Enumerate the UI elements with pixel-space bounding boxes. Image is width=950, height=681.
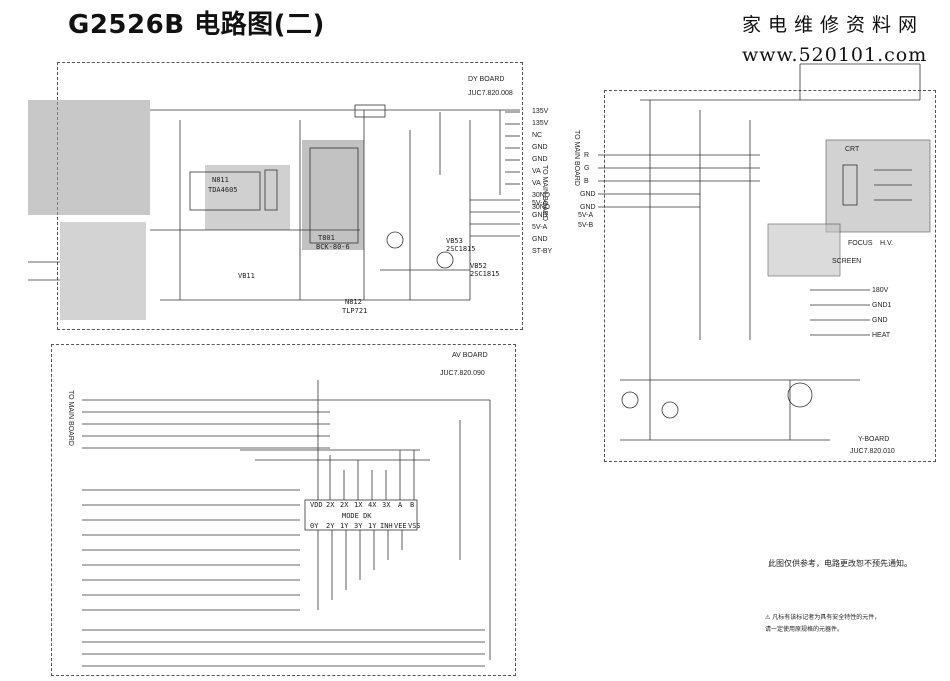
dy-connector-label: NC bbox=[532, 132, 543, 139]
crt-pin-label: SCREEN bbox=[832, 258, 862, 265]
watermark-url: www.520101.com bbox=[742, 44, 928, 66]
part-label: VB52 bbox=[470, 262, 487, 270]
crt-pin-label: FOCUS bbox=[848, 240, 873, 247]
part-label: TDA4605 bbox=[208, 186, 238, 194]
av-board-name: AV BOARD bbox=[452, 352, 488, 359]
dy-connector-label: GND bbox=[532, 236, 548, 243]
dy-connector-label: GND bbox=[532, 156, 548, 163]
ic-pin-label: B bbox=[410, 501, 415, 509]
ic-pin-label: 1Y bbox=[340, 522, 349, 530]
part-label: N811 bbox=[212, 176, 229, 184]
ic-pin-label: 2X bbox=[326, 501, 335, 509]
dy-board-code: JUC7.820.008 bbox=[468, 90, 513, 97]
y-in-label: 5V-B bbox=[578, 222, 594, 229]
y-out-label: GND bbox=[872, 317, 888, 324]
safety-note: ⚠ 凡标有该标记者为具有安全特性的元件， bbox=[765, 614, 881, 621]
part-label: TLP721 bbox=[342, 307, 368, 315]
dy-connector-label: 30ND bbox=[532, 204, 550, 211]
ic-pin-label: 2X bbox=[340, 501, 349, 509]
crt-pin-label: H.V. bbox=[880, 240, 893, 247]
av-board-frame bbox=[51, 344, 516, 676]
dy-connector-label: VA bbox=[532, 180, 541, 187]
ic-pin-label: VDD bbox=[310, 501, 323, 509]
ic-pin-label: 1Y bbox=[368, 522, 377, 530]
dy-connector-label: 135V bbox=[532, 120, 549, 127]
av-ic-label: MODE DK bbox=[342, 512, 372, 520]
ic-pin-label: 2Y bbox=[326, 522, 335, 530]
watermark-text: 家电维修资料网 bbox=[742, 14, 925, 36]
safety-note: 请一定使用原规格的元器件。 bbox=[765, 626, 844, 633]
y-out-label: HEAT bbox=[872, 332, 891, 339]
dy-connector-label: 5V-A bbox=[532, 200, 548, 207]
y-board-name: Y-BOARD bbox=[858, 436, 890, 443]
dy-connector-label: GND bbox=[532, 144, 548, 151]
y-out-label: 180V bbox=[872, 287, 889, 294]
dy-board-name: DY BOARD bbox=[468, 76, 505, 83]
y-in-label: GND bbox=[580, 204, 596, 211]
ic-pin-label: 1X bbox=[354, 501, 363, 509]
dy-connector-label: VA bbox=[532, 168, 541, 175]
dy-side-label: TO MAIN BOARD bbox=[541, 165, 548, 221]
y-board-frame bbox=[604, 90, 936, 462]
y-in-label: 5V-A bbox=[578, 212, 594, 219]
reference-note: 此图仅供参考，电路更改恕不预先通知。 bbox=[768, 559, 912, 568]
av-board-code: JUC7.820.090 bbox=[440, 370, 485, 377]
dy-connector-label: 135V bbox=[532, 108, 549, 115]
ic-pin-label: VSS bbox=[408, 522, 421, 530]
ic-pin-label: 0Y bbox=[310, 522, 319, 530]
part-label: VB11 bbox=[238, 272, 255, 280]
crt-label: CRT bbox=[845, 146, 860, 153]
page-title: G2526B 电路图(二) bbox=[68, 10, 325, 40]
dy-connector-label: 5V-A bbox=[532, 224, 548, 231]
y-in-label: GND bbox=[580, 191, 596, 198]
ic-pin-label: 3X bbox=[382, 501, 391, 509]
y-in-label: B bbox=[584, 178, 589, 185]
ic-pin-label: VEE bbox=[394, 522, 407, 530]
part-label: N812 bbox=[345, 298, 362, 306]
dy-connector-label: 30ND bbox=[532, 192, 550, 199]
part-label: VB53 bbox=[446, 237, 463, 245]
dy-connector-label: GND bbox=[532, 212, 548, 219]
av-side-label: TO MAIN BOARD bbox=[67, 390, 74, 446]
ic-pin-label: INH bbox=[380, 522, 393, 530]
y-in-label: G bbox=[584, 165, 590, 172]
part-label: 2SC1815 bbox=[470, 270, 500, 278]
part-label: BCK-80-6 bbox=[316, 243, 350, 251]
y-board-code: JUC7.820.010 bbox=[850, 448, 895, 455]
ic-pin-label: A bbox=[398, 501, 403, 509]
part-label: T801 bbox=[318, 234, 335, 242]
ic-pin-label: 4X bbox=[368, 501, 377, 509]
y-out-label: GND1 bbox=[872, 302, 892, 309]
dy-connector-label: ST-BY bbox=[532, 248, 553, 255]
ic-pin-label: 3Y bbox=[354, 522, 363, 530]
part-label: 2SC1815 bbox=[446, 245, 476, 253]
y-in-label: R bbox=[584, 152, 590, 159]
y-side-label: TO MAIN BOARD bbox=[573, 130, 580, 186]
